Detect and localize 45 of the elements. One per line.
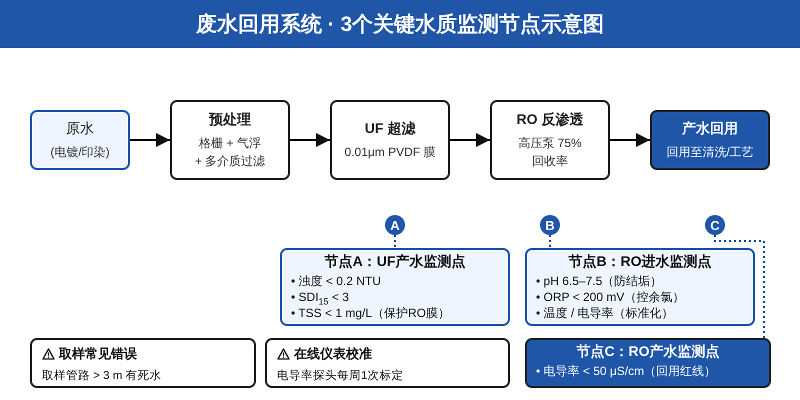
heading: UF 超滤 (364, 120, 416, 138)
process-box (330, 100, 450, 180)
node-marker-circle: A (385, 215, 405, 235)
heading: 节点A：UF产水监测点 (324, 253, 466, 271)
arrow (610, 133, 650, 147)
description: 高压泵 75% 回收率 (517, 134, 583, 170)
dotted-connector (714, 235, 765, 338)
heading: 在线仪表校准 (294, 345, 372, 363)
arrow (450, 133, 490, 147)
heading: 预处理 (209, 110, 251, 128)
heading: 节点B：RO进水监测点 (567, 253, 713, 271)
description: 0.01μm PVDF 膜 (344, 144, 436, 160)
note-card (265, 338, 510, 388)
description: 电导率探头每周1次标定 (277, 368, 404, 383)
process-box (490, 100, 610, 180)
arrow (130, 133, 170, 147)
bullet-item: • pH 6.5–7.5（防结垢） (536, 273, 664, 289)
dotted-connector (549, 235, 551, 248)
heading: 原水 (66, 120, 94, 138)
arrow (290, 133, 330, 147)
bullet-item: • 浊度 < 0.2 NTU (291, 273, 382, 289)
heading: 取样常见错误 (59, 345, 137, 363)
note-card (30, 338, 256, 388)
process-box (170, 100, 290, 180)
monitoring-card (280, 248, 510, 326)
node-marker-circle: C (705, 215, 725, 235)
output-box (650, 110, 770, 170)
bullet-item: • TSS < 1 mg/L（保护RO膜） (291, 305, 452, 321)
bullet-item: • SDI$_{15}$ < 3 (291, 289, 350, 305)
source-box (30, 110, 130, 170)
heading: RO 反渗透 (516, 110, 584, 128)
description: (电镀/印染) (50, 144, 110, 160)
dotted-connector (394, 235, 396, 248)
description: 取样管路 > 3 m 有死水 (42, 368, 162, 383)
node-marker-circle: B (540, 215, 560, 235)
bullet-item: • 温度 / 电导率（标准化） (536, 305, 675, 321)
description: 回用至清洗/工艺 (666, 144, 754, 160)
title-banner: 废水回用系统 · 3个关键水质监测节点示意图 (0, 0, 800, 48)
bullet-item: • 电导率 < 50 μS/cm（回用红线） (536, 363, 718, 379)
description: 格栅 + 气浮 + 多介质过滤 (194, 134, 266, 170)
heading: 节点C：RO产水监测点 (575, 343, 721, 361)
heading: 产水回用 (682, 120, 738, 138)
monitoring-card (525, 338, 771, 388)
bullet-item: • ORP < 200 mV（控余氯） (536, 289, 686, 305)
monitoring-card (525, 248, 755, 326)
